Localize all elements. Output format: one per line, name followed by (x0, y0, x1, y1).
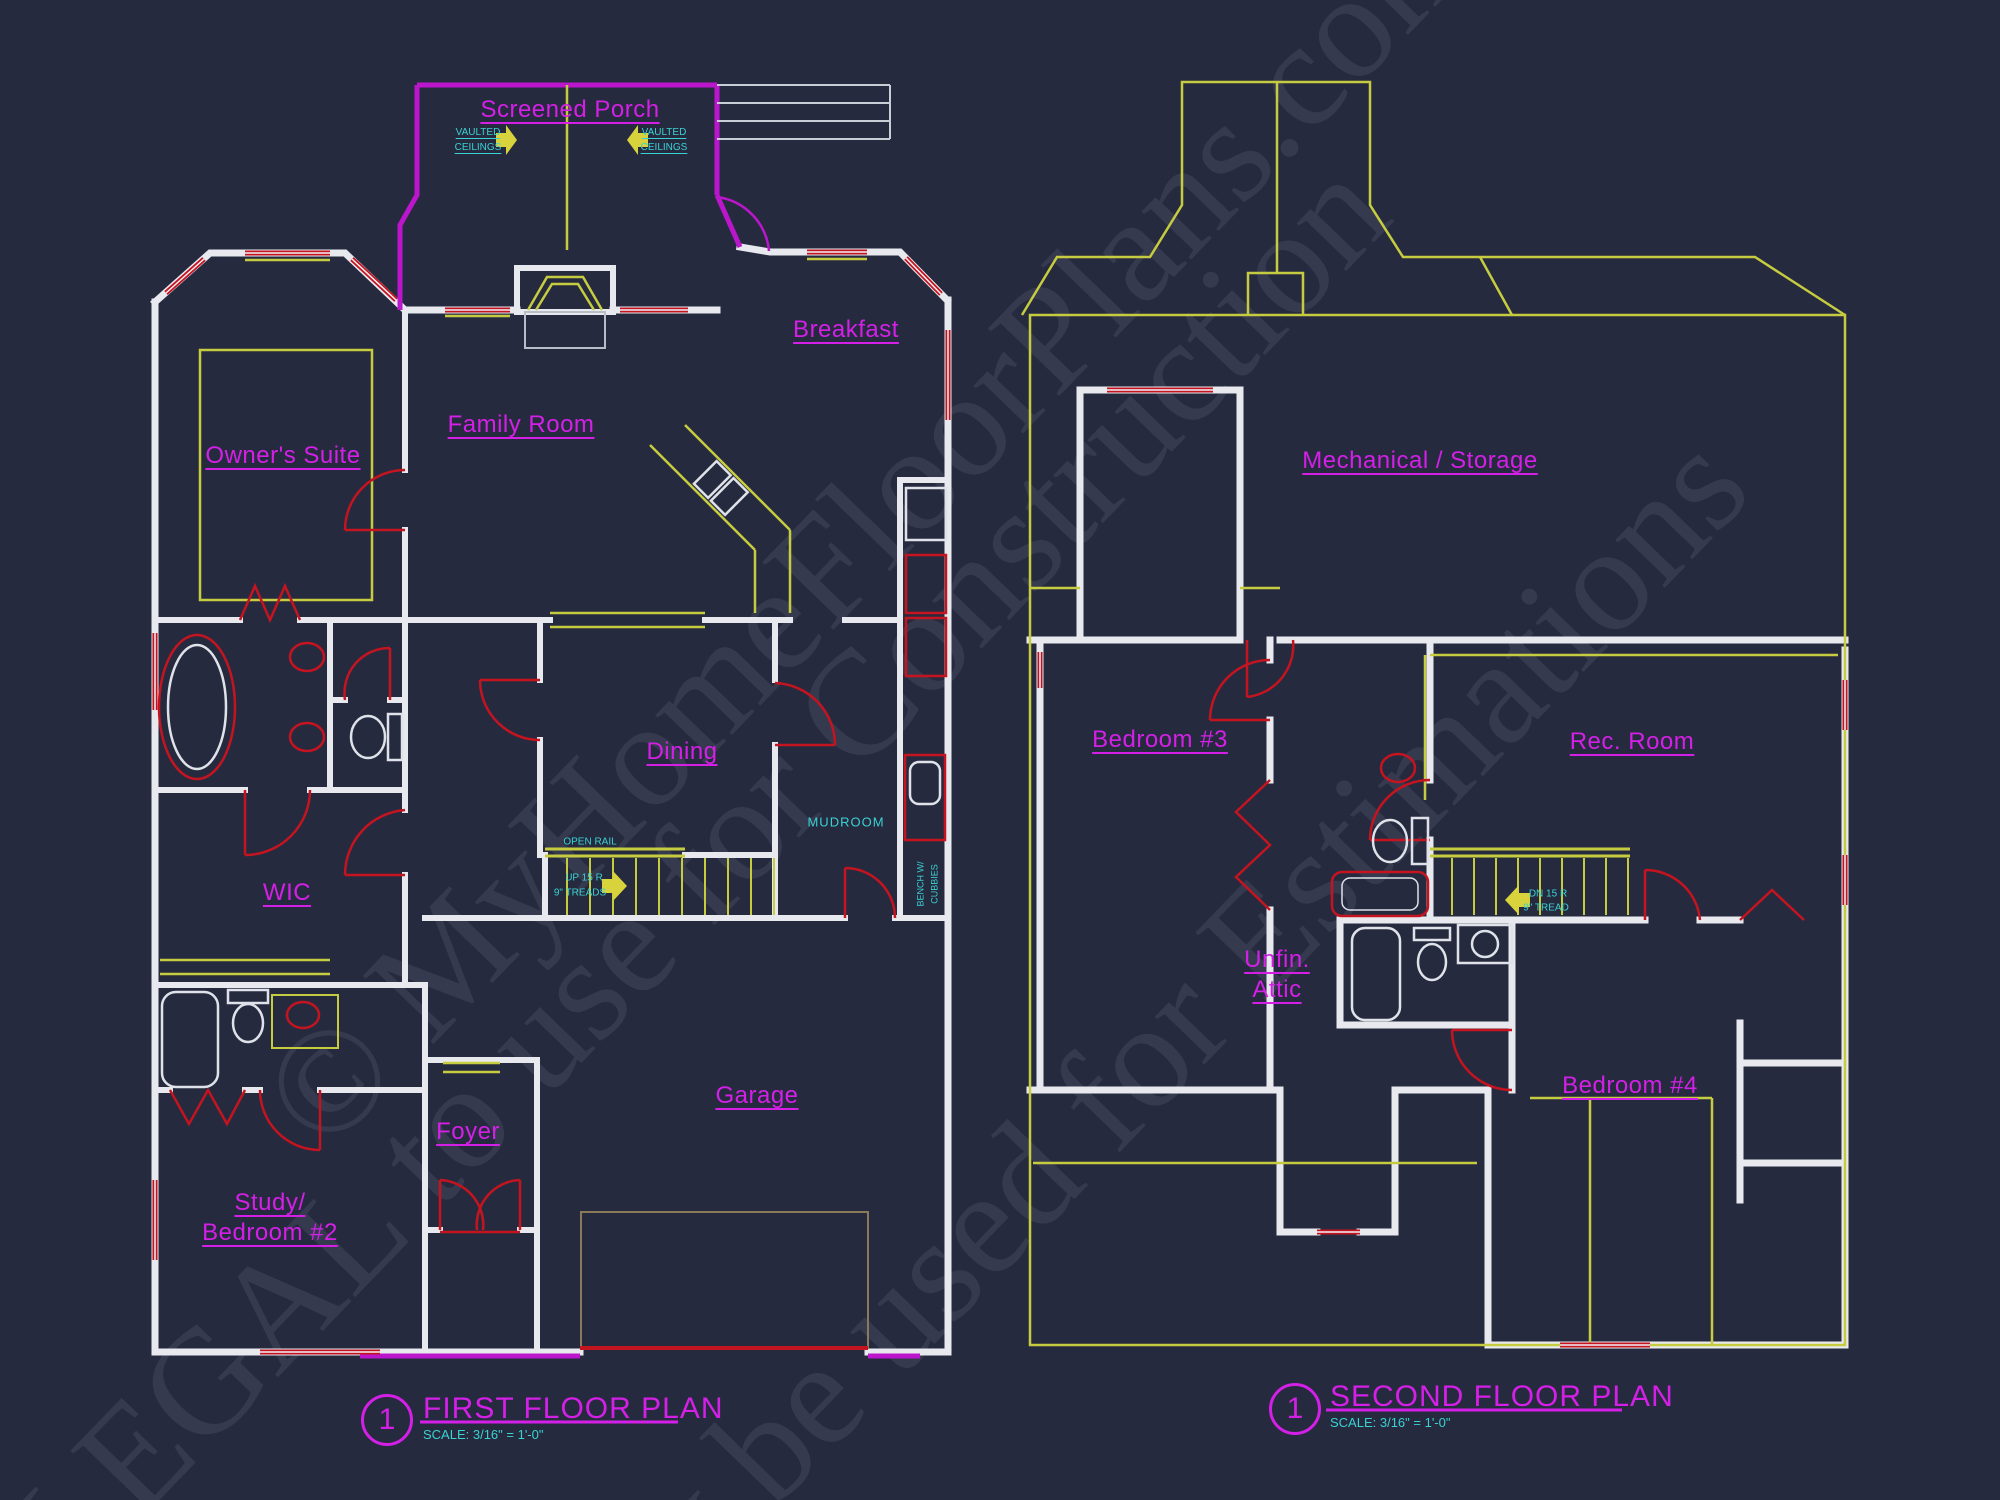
label-garage: Garage (715, 1082, 799, 1109)
hallbath-toilet-tank (1412, 926, 1452, 942)
label-rec-room: Rec. Room (1569, 728, 1695, 755)
vaulted-arrow-right-icon (496, 125, 517, 155)
note-vaulted-left: VAULTED CEILINGS (454, 127, 502, 153)
bath3-toilet-tank (1410, 816, 1430, 866)
screened-porch-walls (360, 82, 920, 1359)
hallbath-vanity (1456, 923, 1514, 965)
porch-door-arc (716, 195, 771, 252)
label-mudroom: MUDROOM (807, 814, 885, 830)
bed-outline (198, 348, 374, 602)
hallbath-toilet-bowl (1416, 942, 1448, 982)
bath3-toilet-bowl (1371, 818, 1409, 864)
red-doors (157, 468, 1805, 1350)
hallbath-tub (1350, 926, 1402, 1022)
kitchen-counter (649, 424, 792, 613)
label-wic: WIC (262, 879, 312, 906)
bath2-toilet-bowl (231, 1002, 265, 1044)
bath2-counter (271, 994, 339, 1049)
label-unfin-attic: Unfin. Attic (1244, 946, 1310, 1003)
hallbath-sink (1470, 929, 1500, 959)
appliance-1 (904, 553, 948, 615)
bath2-toilet-tank (226, 988, 270, 1005)
suite-double-door-zigzag (238, 582, 302, 624)
kitchen-sink (692, 459, 750, 517)
wc-toilet-tank (386, 712, 404, 762)
recroom-closet-zigzag (1739, 888, 1805, 921)
first-floor-title: FIRST FLOOR PLAN (423, 1392, 724, 1425)
hearth (524, 311, 606, 349)
label-study-bedroom2: Study/ Bedroom #2 (202, 1189, 338, 1246)
second-floor-walls (1026, 386, 1849, 1349)
first-floor-walls-interior (152, 265, 951, 1355)
note-bench-cubbies: BENCH W/ CUBBIES (915, 861, 940, 907)
note-stair-dn: DN 15 R (1528, 888, 1568, 900)
note-stair-treads: 9" TREADS (553, 887, 607, 899)
label-bedroom3: Bedroom #3 (1092, 726, 1228, 753)
second-floor-marker: 1 (1269, 1383, 1321, 1435)
second-floor-scale: SCALE: 3/16" = 1'-0" (1330, 1415, 1451, 1430)
arrows (496, 125, 1530, 915)
label-breakfast: Breakfast (793, 316, 899, 343)
yellow-linework (160, 80, 1847, 1347)
open-rail-line (545, 847, 685, 858)
fireplace-firebox (526, 275, 604, 311)
laundry-tub-box (903, 753, 947, 842)
label-dining: Dining (646, 738, 718, 765)
cased-opening (550, 611, 705, 629)
title-underlines (420, 1408, 1622, 1424)
attic-outline (1028, 313, 1847, 1347)
label-owners-suite: Owner's Suite (205, 442, 361, 469)
label-screened-porch: Screened Porch (480, 96, 660, 123)
first-floor-marker: 1 (361, 1394, 413, 1446)
stairs-up-arrow-icon (602, 871, 627, 901)
roof-outline (1020, 80, 1846, 317)
label-bedroom4: Bedroom #4 (1562, 1072, 1698, 1099)
vanity-sink-1 (288, 641, 326, 673)
note-stair-tread: 9" TREAD (1523, 902, 1569, 914)
wic-shelving (160, 958, 330, 976)
garage-door-recess (580, 1211, 869, 1349)
bath3-sink (1379, 752, 1417, 784)
label-mechanical-storage: Mechanical / Storage (1302, 447, 1538, 474)
w c-toilet-bowl (349, 714, 387, 760)
bedroom3-closet-zigzag (1234, 779, 1272, 911)
fixtures (160, 311, 1514, 1089)
porch-steps (717, 84, 891, 140)
label-foyer: Foyer (436, 1118, 500, 1145)
first-floor-marker-number: 1 (378, 1403, 396, 1436)
bath3-tub (1330, 870, 1430, 918)
vanity-sink-2 (288, 721, 326, 753)
second-floor-marker-number: 1 (1286, 1392, 1304, 1425)
first-floor-scale: SCALE: 3/16" = 1'-0" (423, 1427, 544, 1442)
appliance-2 (904, 616, 948, 678)
fridge (904, 486, 948, 542)
label-family-room: Family Room (447, 411, 595, 438)
laundry-tub (908, 760, 942, 806)
windows (152, 249, 1848, 1355)
note-open-rail: OPEN RAIL (563, 836, 617, 848)
vaulted-arrow-left-icon (627, 125, 648, 155)
note-stair-up: UP 15 R (565, 872, 603, 884)
second-floor-title: SECOND FLOOR PLAN (1330, 1380, 1674, 1413)
study-double-door-zigzag (168, 1087, 247, 1127)
bath2-sink (285, 1000, 321, 1030)
bath2-tub (160, 990, 220, 1089)
note-vaulted-right: VAULTED CEILINGS (640, 127, 688, 153)
owners-tub (157, 633, 237, 781)
stairs-down-arrow-icon (1505, 885, 1530, 915)
